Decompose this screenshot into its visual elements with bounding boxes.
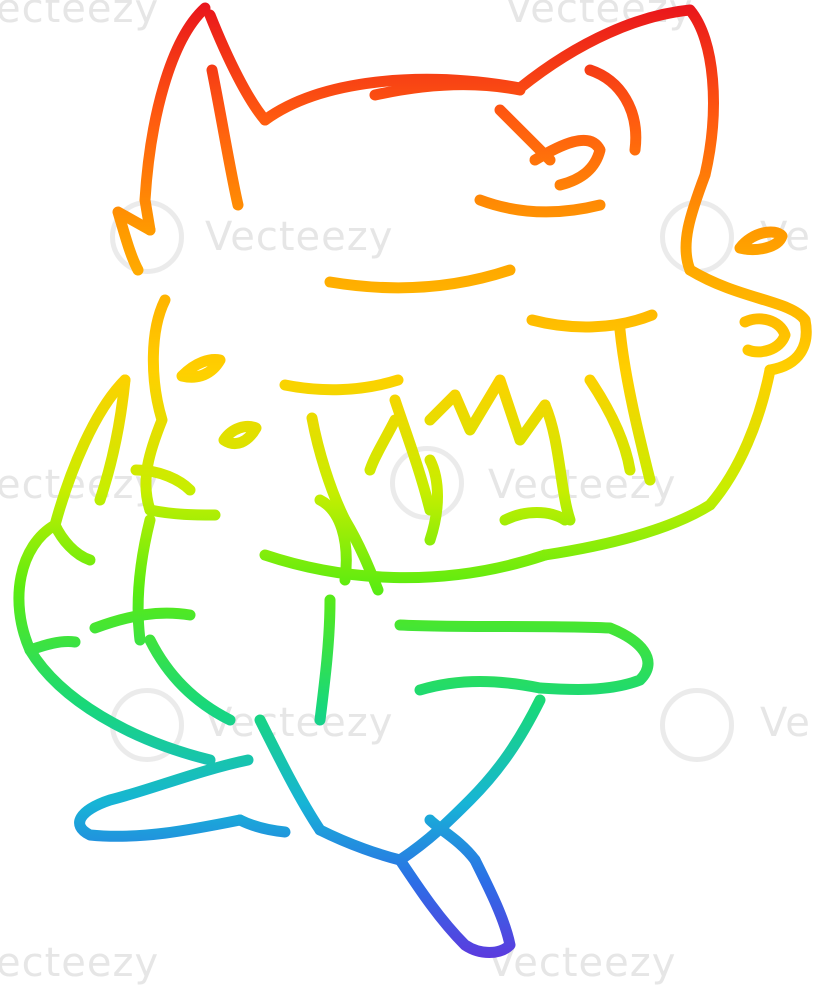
watermark-text: Vecteezy	[205, 700, 394, 746]
torso	[314, 594, 336, 726]
tail-outer	[13, 374, 216, 766]
eye-curve-right	[526, 309, 658, 333]
nose	[739, 313, 791, 358]
face-bottom	[259, 549, 551, 584]
watermark-text: Ve	[760, 700, 811, 746]
watermark-text: Vecteezy	[488, 940, 677, 986]
left-ear-inner	[204, 9, 271, 126]
left-ear	[139, 2, 211, 236]
watermark-text: ecteezy	[0, 0, 160, 32]
right-ear	[514, 4, 719, 276]
tear-drop	[734, 226, 788, 255]
watermark-text: ecteezy	[0, 940, 160, 986]
closed-eye-fur	[529, 135, 606, 191]
tail-tip	[94, 374, 131, 506]
watermark-logo	[390, 446, 464, 520]
head-left	[140, 294, 171, 516]
left-eye-lower	[218, 421, 262, 449]
watermark-logo	[660, 688, 734, 762]
back-leg	[314, 694, 546, 866]
right-ear-inner	[584, 64, 642, 156]
tear-stream	[306, 412, 351, 526]
eye-curve	[279, 374, 404, 396]
arm	[394, 619, 654, 696]
mouth-line	[324, 264, 516, 294]
front-leg	[74, 754, 254, 842]
body-left	[132, 514, 156, 646]
watermark-text: Vecteezy	[205, 214, 394, 260]
left-eye	[176, 354, 226, 383]
tail-inner	[89, 607, 196, 634]
sad-eye	[499, 507, 571, 526]
